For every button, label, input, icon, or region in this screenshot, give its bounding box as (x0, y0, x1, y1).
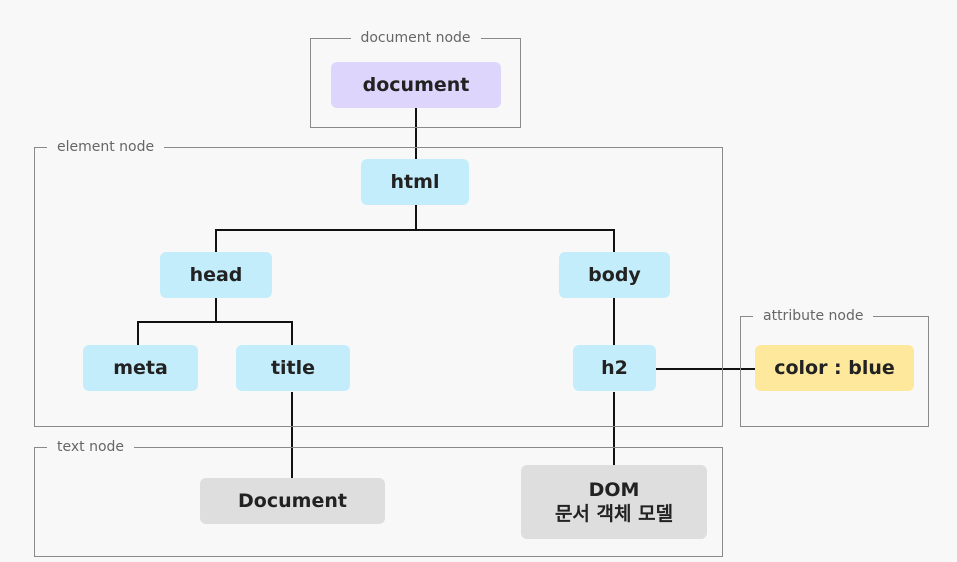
document-node: document (331, 62, 501, 108)
text-dom-line1: DOM (588, 479, 640, 501)
document-node-label: document node (350, 29, 481, 47)
edge-html-head-body (215, 229, 615, 252)
attribute-color-node: color : blue (755, 345, 914, 391)
head-node: head (160, 252, 272, 298)
h2-node: h2 (573, 345, 656, 391)
html-node: html (361, 159, 469, 205)
element-node-label: element node (47, 138, 165, 156)
body-node: body (559, 252, 670, 298)
meta-node: meta (83, 345, 198, 391)
edge-head-meta-title (137, 321, 293, 345)
text-dom-line2: 문서 객체 모델 (554, 503, 674, 525)
text-document-node: Document (200, 478, 385, 524)
text-dom-node: DOM 문서 객체 모델 (521, 465, 707, 539)
title-node: title (236, 345, 350, 391)
text-node-label: text node (47, 438, 135, 456)
element-node-group: element node (34, 138, 723, 427)
document-node-group: document node (310, 29, 521, 128)
attribute-node-label: attribute node (753, 307, 874, 325)
attribute-node-group: attribute node (740, 307, 929, 427)
text-node-group: text node (34, 438, 723, 557)
